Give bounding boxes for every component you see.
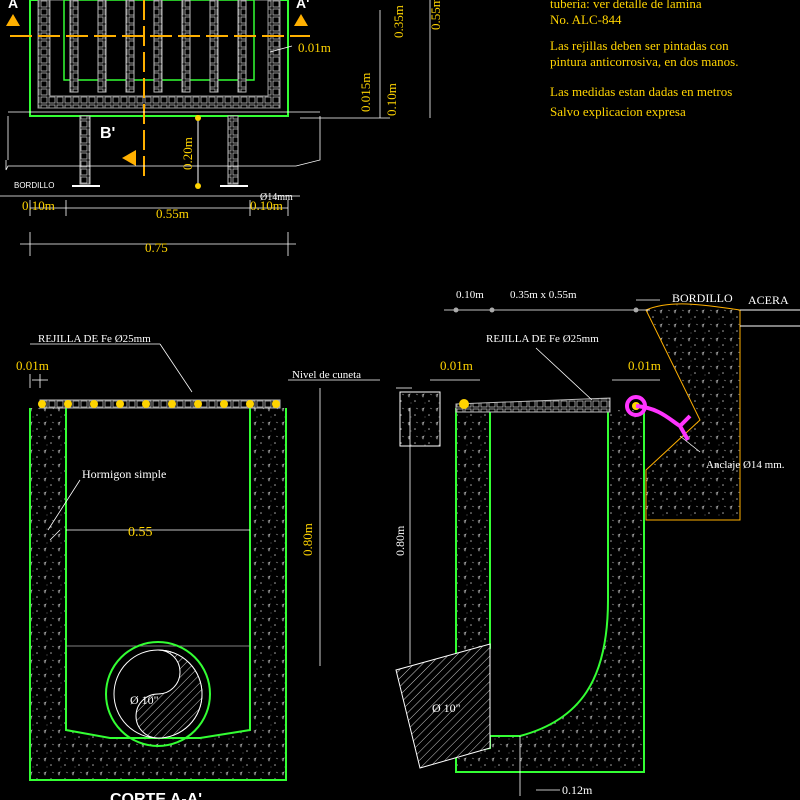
section-b-grate-label: REJILLA DE Fe Ø25mm [486,333,599,345]
plan-dim-left-010: 0.10m [22,198,55,213]
plan-dim-total: 0.75 [145,240,168,255]
section-b-anchor [635,404,692,441]
section-b-dim-grate: 0.35m x 0.55m [510,289,577,301]
plan-dim-020: 0.20m [180,137,195,170]
note-line-4: pintura anticorrosiva, en dos manos. [550,54,738,69]
marker-a-right: A' [296,0,309,11]
marker-a-left: A [8,0,18,11]
section-a-gap: 0.01m [16,358,49,373]
note-line-2: No. ALC-844 [550,12,622,27]
section-b-sidewalk [645,303,741,521]
note-line-6: Salvo explicacion expresa [550,104,686,119]
section-b-pipe-label: Ø 10" [432,701,461,715]
plan-dim-top-gap: 0.01m [298,40,331,55]
marker-b: B' [100,125,115,142]
section-a-inner-outline [65,408,251,739]
section-b-gap-left: 0.01m [440,358,473,373]
section-b-left-curb [399,391,441,447]
anchor-bar-left [79,115,91,185]
section-b-acera: ACERA [748,293,789,307]
section-arrow-a-right [294,14,308,26]
section-a-pipe-outer [105,641,211,747]
plan-dim-right-010: 0.10m [250,198,283,213]
general-notes: tuberia: ver detalle de lamina No. ALC-8… [550,0,738,119]
plan-outline [29,0,289,117]
plan-bordillo-label: BORDILLO [14,181,54,190]
section-arrow-a-left [6,14,20,26]
note-line-3: Las rejillas deben ser pintadas con [550,38,729,53]
plan-diameter-label: Ø14mm [260,192,293,203]
section-b-bottom: 0.12m [562,783,593,797]
section-b-pipe [395,643,491,769]
section-b-view: 0.10m 0.35m x 0.55m BORDILLO ACERA REJIL… [393,289,800,797]
note-line-5: Las medidas estan dadas en metros [550,84,732,99]
plan-view: A A' B' 0.01m 0.35m 0.55m 0.015m 0.10m 0… [0,0,443,256]
section-a-height: 0.80m [300,523,315,556]
section-a-grate-bars [38,400,280,408]
note-line-1: tuberia: ver detalle de lamina [550,0,702,11]
section-a-view: REJILLA DE Fe Ø25mm 0.01m Nivel de cunet… [16,333,380,800]
section-b-height: 0.80m [393,525,407,556]
section-a-grate [39,399,281,409]
plan-dim-0015: 0.015m [358,73,373,112]
section-b-gap-right: 0.01m [628,358,661,373]
section-a-grate-label: REJILLA DE Fe Ø25mm [38,333,151,345]
section-b-anchor-label: Anclaje Ø14 mm. [706,459,785,471]
section-a-pipe-label: Ø 10" [130,693,159,707]
plan-grate-bars [69,0,247,93]
plan-dim-055: 0.55m [428,0,443,30]
plan-dim-035: 0.35m [391,5,406,38]
section-a-pipe-fill [135,649,203,739]
plan-dim-010-vertical: 0.10m [384,83,399,116]
section-a-title: CORTE A-A' [110,791,202,800]
section-b-dim-010: 0.10m [456,289,484,301]
section-b-bordillo: BORDILLO [672,291,733,305]
anchor-bar-right [227,115,239,185]
section-a-width: 0.55 [128,525,153,540]
section-a-gutter-level: Nivel de cuneta [292,369,361,381]
section-a-outer-outline [29,408,287,781]
plan-dim-055-horizontal: 0.55m [156,206,189,221]
section-a-concrete-label: Hormigon simple [82,467,166,481]
section-arrow-b [122,150,136,166]
section-b-grate [455,397,611,413]
